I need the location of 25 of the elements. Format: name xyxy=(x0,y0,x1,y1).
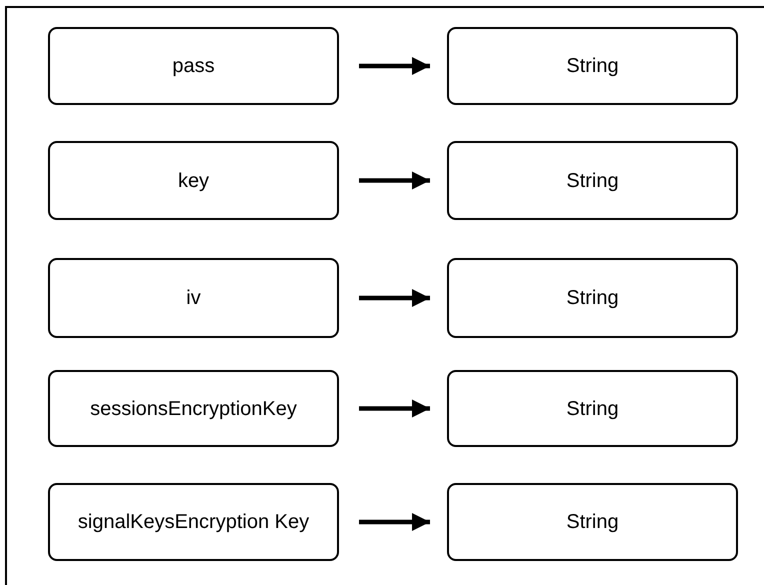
box-label: String xyxy=(566,396,619,422)
box-label: sessionsEncryptionKey xyxy=(90,396,297,422)
box-label: signalKeysEncryption Key xyxy=(78,510,310,535)
arrow xyxy=(359,172,430,190)
box-label: String xyxy=(566,510,619,535)
box-label: String xyxy=(566,286,619,311)
process-box xyxy=(48,483,339,561)
arrow xyxy=(359,400,430,418)
process-box xyxy=(48,258,339,338)
process-box xyxy=(48,370,339,447)
process-box xyxy=(447,27,738,105)
arrow xyxy=(359,513,430,531)
box-label: iv xyxy=(186,286,201,311)
arrow xyxy=(359,289,430,307)
box-label: key xyxy=(178,168,210,194)
arrow xyxy=(359,57,430,75)
process-box xyxy=(447,258,738,338)
box-label: pass xyxy=(172,54,215,79)
process-box xyxy=(447,483,738,561)
process-box xyxy=(447,141,738,220)
process-box xyxy=(48,141,339,220)
process-box xyxy=(48,27,339,105)
process-box xyxy=(447,370,738,447)
box-label: String xyxy=(566,54,619,79)
box-label: String xyxy=(566,168,619,194)
